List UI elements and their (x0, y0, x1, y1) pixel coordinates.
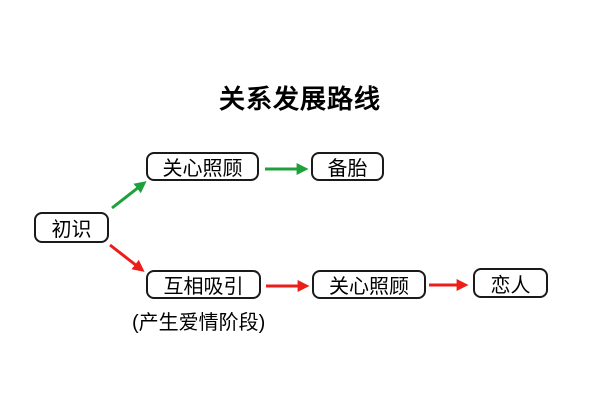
node-care-top-label: 关心照顾 (162, 158, 243, 180)
edge-initial-to-care-green-arrow (111, 181, 147, 210)
node-lover-label: 恋人 (490, 274, 531, 297)
edge-initial-to-attract-red-arrow (109, 243, 145, 272)
node-lover: 恋人 (473, 268, 548, 298)
node-care-top: 关心照顾 (146, 152, 259, 181)
diagram-title: 关系发展路线 (218, 84, 381, 114)
node-care-bottom-label: 关心照顾 (329, 276, 409, 298)
node-attract-label: 互相吸引 (163, 276, 244, 298)
node-care-bottom: 关心照顾 (312, 270, 426, 299)
node-attract: 互相吸引 (146, 270, 261, 299)
caption-love-stage: (产生爱情阶段) (132, 312, 266, 334)
node-initial: 初识 (34, 212, 109, 243)
node-backup: 备胎 (311, 152, 384, 181)
node-backup-label: 备胎 (327, 158, 368, 180)
node-initial-label: 初识 (51, 219, 92, 241)
